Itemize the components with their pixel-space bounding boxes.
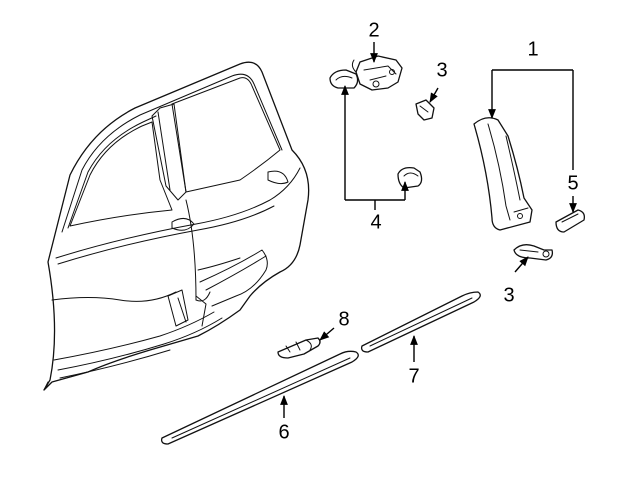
leader-lines <box>280 42 577 418</box>
callout-8: 8 <box>338 308 349 330</box>
callout-2: 2 <box>368 19 379 41</box>
callout-3-upper: 3 <box>436 59 447 81</box>
callout-7: 7 <box>408 365 419 387</box>
part-2-bracket <box>351 55 403 91</box>
callout-3-lower: 3 <box>503 284 514 306</box>
callout-1: 1 <box>527 38 538 60</box>
part-5-end-cap <box>555 209 586 233</box>
part-7-moulding <box>360 291 481 353</box>
part-3-clip-lower <box>513 244 554 261</box>
part-4-cap-upper <box>329 69 359 89</box>
part-3-clip-upper <box>415 99 435 121</box>
part-6-moulding <box>160 350 359 445</box>
callout-4: 4 <box>370 211 381 233</box>
part-1-pillar-garnish <box>473 117 533 231</box>
part-4-cap-lower <box>397 166 423 189</box>
callout-6: 6 <box>278 421 289 443</box>
part-8-clip <box>277 337 321 359</box>
callout-5: 5 <box>567 172 578 194</box>
rear-door <box>43 61 310 391</box>
